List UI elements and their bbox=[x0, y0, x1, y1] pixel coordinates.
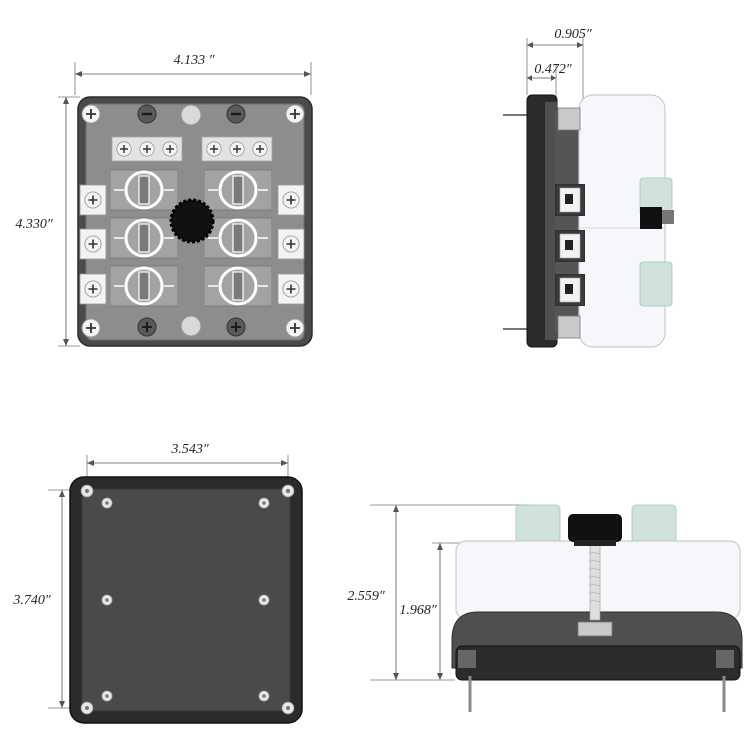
fuse-slot bbox=[110, 264, 178, 308]
screw-hole-icon bbox=[101, 690, 113, 702]
plus-terminal-icon bbox=[226, 317, 246, 337]
front-cover-height-label: 1.968″ bbox=[399, 603, 437, 618]
minus-terminal-icon bbox=[137, 104, 157, 124]
blank-cap-icon bbox=[180, 104, 202, 126]
spare-holder-left bbox=[515, 504, 561, 546]
side-terminal-screw-icon bbox=[282, 191, 300, 209]
front-foot-right bbox=[716, 650, 734, 668]
spare-holder-right bbox=[631, 504, 677, 546]
fuse-slot bbox=[204, 168, 272, 212]
fuse-slot bbox=[110, 168, 178, 212]
screw-hole-icon bbox=[101, 497, 113, 509]
lock-knob-icon bbox=[169, 198, 215, 244]
side-terminal-screw-icon bbox=[282, 280, 300, 298]
minus-terminal-icon bbox=[226, 104, 246, 124]
side-fuse-icon bbox=[555, 184, 585, 216]
mount-hole-icon bbox=[281, 701, 295, 715]
side-base-depth-label: 0.472″ bbox=[534, 62, 572, 77]
bus-screw-icon bbox=[252, 141, 268, 157]
top-view: 4.133 ″ 4.330″ bbox=[15, 53, 313, 347]
front-knob-icon bbox=[568, 514, 622, 542]
bus-screw-icon bbox=[139, 141, 155, 157]
bus-screw-icon bbox=[162, 141, 178, 157]
plus-terminal-icon bbox=[137, 317, 157, 337]
spare-holder-bottom bbox=[639, 261, 673, 307]
front-total-height-label: 2.559″ bbox=[347, 589, 385, 604]
side-total-depth-label: 0.905″ bbox=[554, 27, 592, 42]
bottom-height-label: 3.740″ bbox=[12, 593, 51, 608]
mount-hole-icon bbox=[281, 484, 295, 498]
side-fuse-icon bbox=[555, 230, 585, 262]
side-terminal-screw-icon bbox=[84, 191, 102, 209]
front-foot-left bbox=[458, 650, 476, 668]
front-view: 2.559″ 1.968″ bbox=[347, 504, 743, 712]
side-view: 0.905″ 0.472″ bbox=[503, 27, 674, 348]
screw-hole-icon bbox=[258, 594, 270, 606]
right-terminal-column bbox=[277, 184, 305, 305]
fuse-slot bbox=[110, 216, 178, 260]
front-nut-icon bbox=[577, 621, 613, 637]
fuse-slot bbox=[204, 264, 272, 308]
bus-screw-icon bbox=[116, 141, 132, 157]
side-terminal-screw-icon bbox=[84, 235, 102, 253]
top-height-label: 4.330″ bbox=[15, 217, 53, 232]
screw-hole-icon bbox=[258, 497, 270, 509]
side-fuse-icon bbox=[555, 274, 585, 306]
side-knob-icon bbox=[640, 207, 662, 229]
front-base-bottom bbox=[455, 645, 741, 681]
top-width-label: 4.133 ″ bbox=[174, 53, 215, 68]
mount-hole-icon bbox=[80, 701, 94, 715]
left-terminal-column bbox=[79, 184, 107, 305]
corner-screw-icon bbox=[81, 318, 101, 338]
bottom-width-label: 3.543″ bbox=[170, 442, 209, 457]
screw-hole-icon bbox=[258, 690, 270, 702]
corner-screw-icon bbox=[285, 318, 305, 338]
mount-hole-icon bbox=[80, 484, 94, 498]
side-nut-icon bbox=[557, 315, 581, 339]
side-terminal-screw-icon bbox=[282, 235, 300, 253]
side-knob-shaft bbox=[662, 210, 674, 224]
screw-hole-icon bbox=[101, 594, 113, 606]
corner-screw-icon bbox=[81, 104, 101, 124]
bottom-view: 3.543″ 3.740″ bbox=[12, 442, 303, 724]
corner-screw-icon bbox=[285, 104, 305, 124]
side-nut-icon bbox=[557, 107, 581, 131]
side-terminal-screw-icon bbox=[84, 280, 102, 298]
bus-screw-icon bbox=[229, 141, 245, 157]
bus-screw-icon bbox=[206, 141, 222, 157]
blank-cap-icon bbox=[180, 315, 202, 337]
